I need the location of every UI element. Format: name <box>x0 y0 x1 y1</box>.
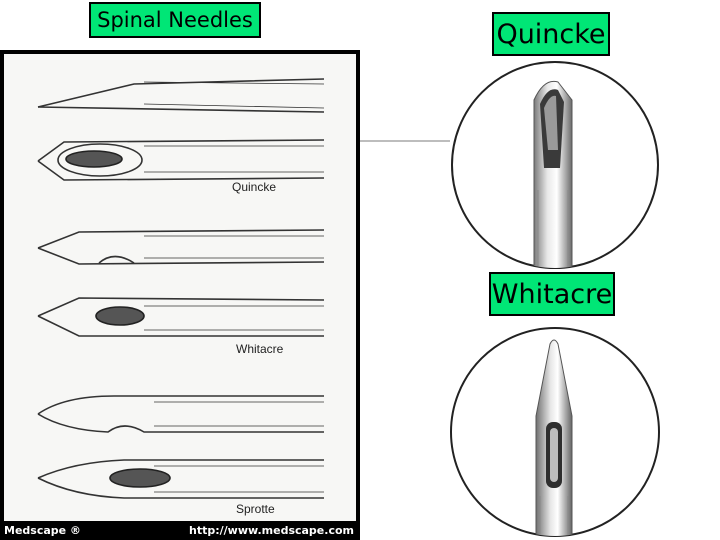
quincke-top-needle <box>37 139 325 181</box>
sprotte-side-needle <box>37 395 324 433</box>
caption-whitacre: Whitacre <box>236 342 284 356</box>
caption-quincke: Quincke <box>232 180 277 194</box>
whitacre-side-needle <box>37 229 325 265</box>
whitacre-closeup <box>450 327 660 537</box>
needle-drawing-panel: Quincke Whitacre Sprotte <box>4 54 356 521</box>
quincke-closeup <box>451 61 659 269</box>
whitacre-label: Whitacre <box>489 272 615 316</box>
spinal-needles-label: Spinal Needles <box>89 2 261 38</box>
medscape-url: http://www.medscape.com <box>189 524 354 537</box>
caption-sprotte: Sprotte <box>236 502 275 516</box>
figure-footer: Medscape ® http://www.medscape.com <box>0 521 360 540</box>
needle-figure: Quincke Whitacre Sprotte Medscape ® http… <box>0 50 360 540</box>
connector-line <box>360 140 450 142</box>
quincke-side-needle <box>37 78 325 113</box>
needle-drawings <box>37 78 325 499</box>
whitacre-top-needle <box>37 297 325 337</box>
medscape-logo-text: Medscape ® <box>4 524 81 537</box>
quincke-label: Quincke <box>492 12 610 56</box>
sprotte-top-needle <box>37 459 324 499</box>
